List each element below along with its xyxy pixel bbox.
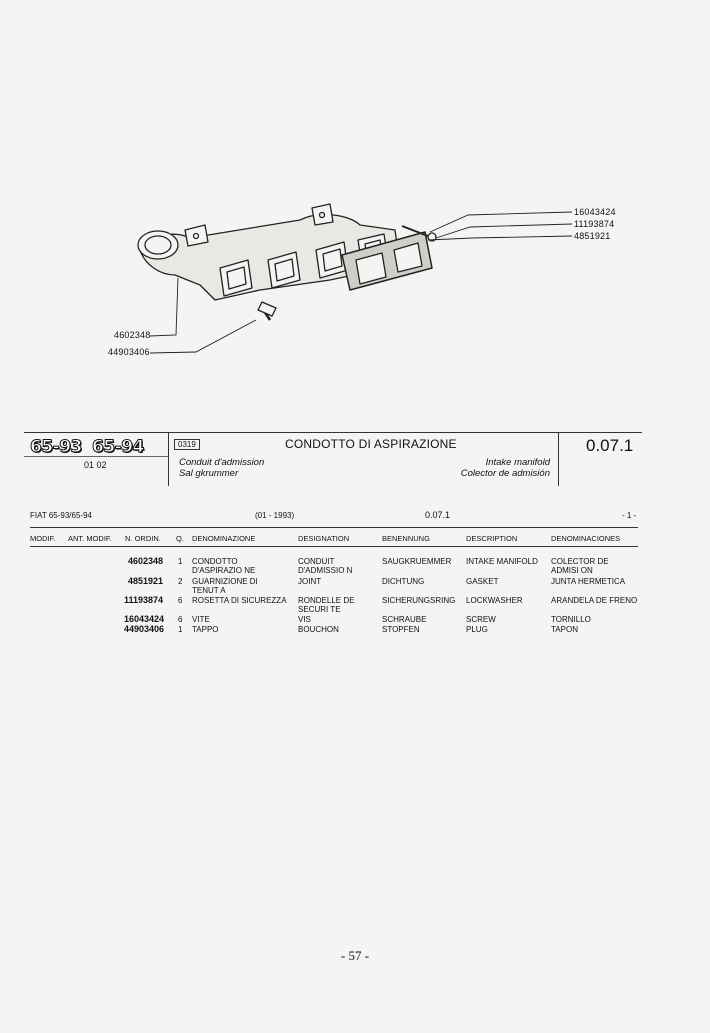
row-4-en: SCREW	[466, 615, 496, 624]
page-marker: - 1 -	[622, 511, 637, 520]
col-fr: DESIGNATION	[298, 534, 350, 543]
row-1-de: SAUGKRUEMMER	[382, 557, 452, 566]
row-2-part: 4851921	[128, 576, 164, 586]
col-es: DENOMINACIONES	[551, 534, 621, 543]
row-4-es: TORNILLO	[551, 615, 591, 624]
row-4-fr: VIS	[298, 615, 311, 624]
col-en: DESCRIPTION	[466, 534, 518, 543]
row-1-es: COLECTOR DE ADMISI ON	[551, 557, 609, 575]
col-it: DENOMINAZIONE	[192, 534, 256, 543]
col-qty: Q.	[176, 534, 184, 543]
title-english: Intake manifold	[485, 457, 550, 468]
title-french: Conduit d'admission	[179, 457, 265, 468]
row-5-it: TAPPO	[192, 625, 219, 634]
callout-right-2: 11193874	[574, 219, 615, 229]
model-sub-code: 01 02	[84, 460, 107, 470]
col-ant-modif: ANT. MODIF.	[68, 534, 112, 543]
row-1-part: 4602348	[128, 556, 164, 566]
row-2-en: GASKET	[466, 577, 499, 586]
model-line: FIAT 65-93/65-94	[30, 511, 92, 520]
model-badge-1: 65-93	[30, 437, 83, 458]
col-de: BENENNUNG	[382, 534, 430, 543]
model-badge-2: 65-94	[92, 437, 145, 458]
group-code: 0.07.1	[586, 436, 634, 455]
page-number: - 57 -	[340, 948, 370, 963]
intake-manifold-diagram	[137, 203, 573, 354]
row-5-fr: BOUCHON	[298, 625, 339, 634]
row-3-de: SICHERUNGSRING	[382, 596, 456, 605]
row-2-qty: 2	[178, 577, 183, 586]
row-5-part: 44903406	[124, 624, 165, 634]
col-modif: MODIF.	[30, 534, 56, 543]
header-top-rule	[24, 432, 642, 433]
col-n-ordin: N. ORDIN.	[125, 534, 161, 543]
row-1-fr: CONDUIT D'ADMISSIO N	[298, 557, 353, 575]
row-3-en: LOCKWASHER	[466, 596, 523, 605]
row-4-qty: 6	[178, 615, 183, 624]
row-4-de: SCHRAUBE	[382, 615, 427, 624]
date-range: (01 - 1993)	[255, 511, 295, 520]
row-3-es: ARANDELA DE FRENO	[551, 596, 638, 605]
ref-code-box: 0319	[174, 439, 200, 450]
row-5-qty: 1	[178, 625, 183, 634]
row-3-part: 11193874	[124, 595, 164, 605]
title-german: Sal gkrummer	[179, 468, 239, 479]
header-divider-right	[558, 432, 559, 486]
listing-rule-top	[30, 527, 638, 528]
row-2-it: GUARNIZIONE DI TENUT A	[192, 577, 258, 595]
row-3-qty: 6	[178, 596, 183, 605]
callout-left-1: 4602348	[114, 330, 151, 340]
callout-left-2: 44903406	[108, 347, 150, 357]
row-2-fr: JOINT	[298, 577, 322, 586]
listing-rule-bottom	[30, 546, 638, 547]
callout-right-1: 16043424	[574, 207, 616, 217]
title-italian: CONDOTTO DI ASPIRAZIONE	[285, 437, 457, 451]
row-1-it: CONDOTTO D'ASPIRAZIO NE	[192, 557, 256, 575]
row-5-en: PLUG	[466, 625, 488, 634]
row-1-en: INTAKE MANIFOLD	[466, 557, 538, 566]
header-divider-left	[168, 432, 169, 486]
row-3-it: ROSETTA DI SICUREZZA	[192, 596, 287, 605]
row-2-de: DICHTUNG	[382, 577, 425, 586]
row-4-it: VITE	[192, 615, 210, 624]
row-2-es: JUNTA HERMETICA	[551, 577, 626, 586]
row-1-qty: 1	[178, 557, 183, 566]
header-bottom-left-rule	[24, 456, 168, 457]
title-spanish: Colector de admisión	[460, 468, 550, 479]
row-4-part: 16043424	[124, 614, 165, 624]
listing-group: 0.07.1	[425, 510, 451, 520]
row-5-de: STOPFEN	[382, 625, 420, 634]
callout-right-3: 4851921	[574, 231, 611, 241]
row-5-es: TAPON	[551, 625, 578, 634]
row-3-fr: RONDELLE DE SECURI TE	[298, 596, 355, 614]
